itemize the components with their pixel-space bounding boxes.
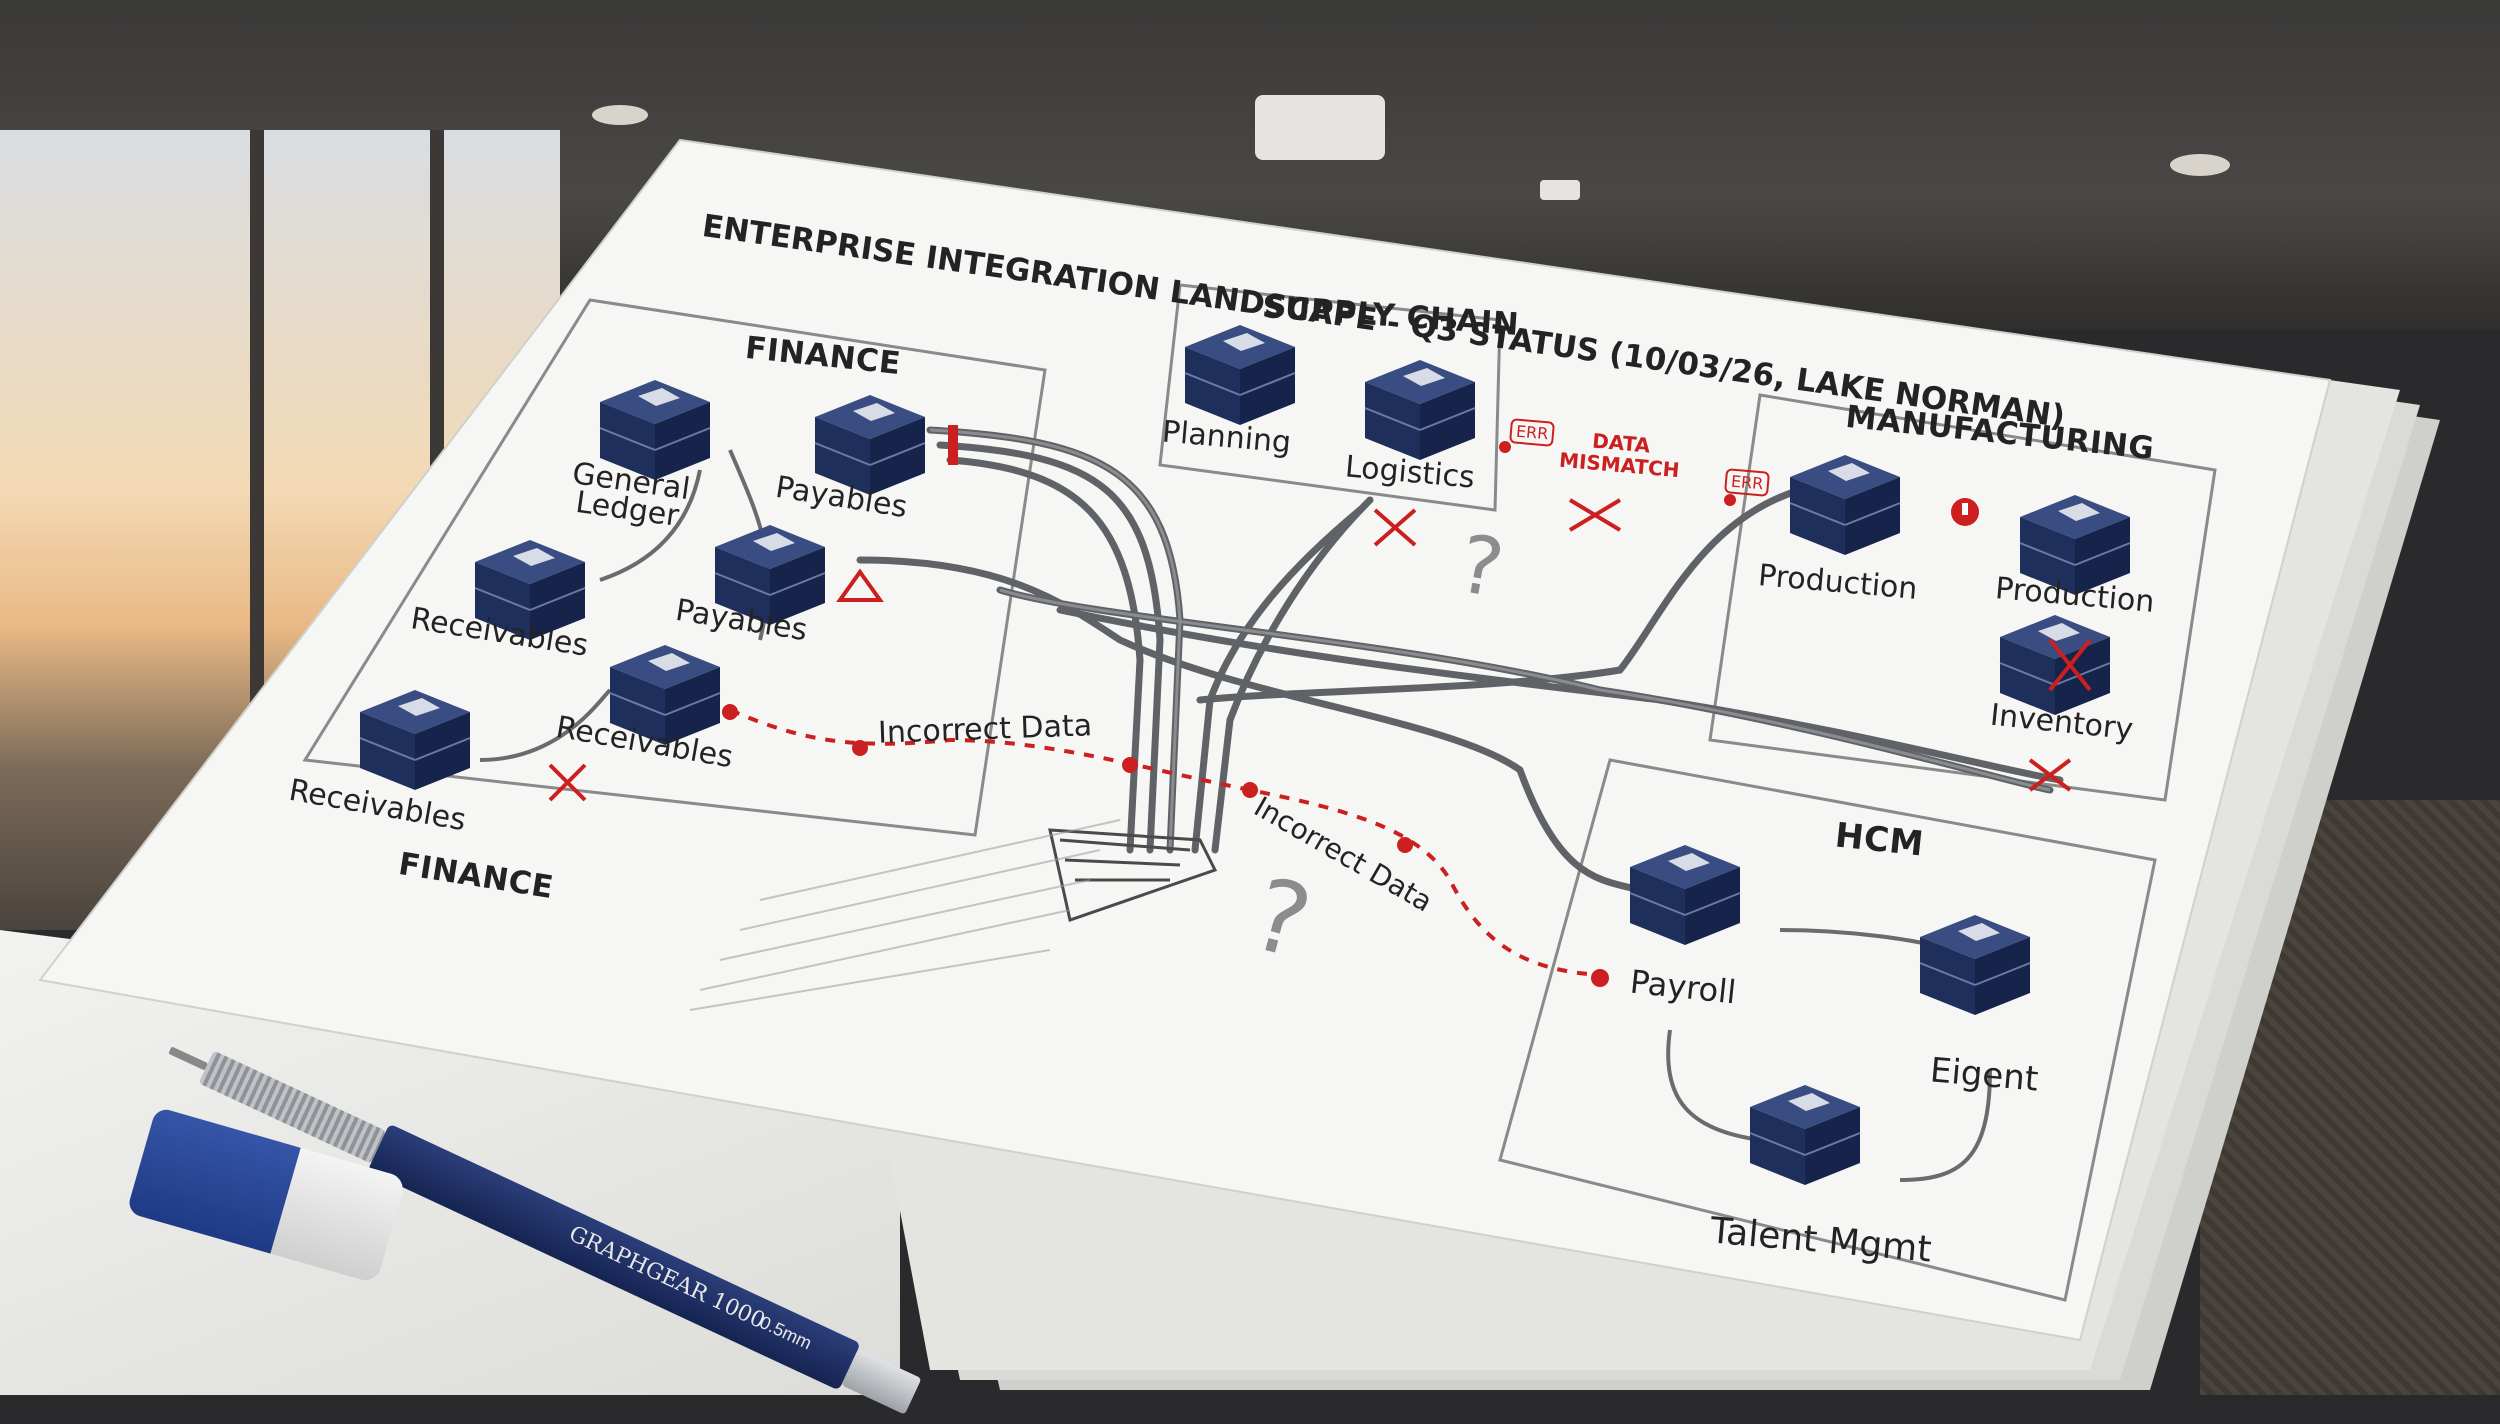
err-tag-2: ERR <box>1723 468 1771 497</box>
hcm-box <box>1498 758 2157 1302</box>
pipe-highlights <box>929 428 2051 851</box>
x-mark-icon <box>2028 758 2072 792</box>
finance-box <box>302 298 1047 837</box>
section-boxes <box>302 283 2217 1302</box>
incorrect-data-label-1: Incorrect Data <box>877 708 1093 751</box>
error-x-marks <box>548 498 2092 802</box>
incorrect-data-dots <box>722 704 1609 987</box>
err-tag-1: ERR <box>1508 418 1556 447</box>
ceiling-lights <box>592 95 2230 200</box>
funnel-scribble <box>1048 828 1218 922</box>
manufacturing-box <box>1708 393 2217 802</box>
eraser-smudge <box>689 819 1121 1011</box>
warning-markers <box>836 425 1979 602</box>
diagram-sheets <box>38 95 2440 1390</box>
x-mark-icon <box>548 763 587 802</box>
break-marker-icon <box>948 425 958 465</box>
x-mark-icon <box>1568 498 1622 532</box>
x-mark-icon <box>2048 638 2092 692</box>
warning-triangle-icon <box>836 568 884 602</box>
data-mismatch-note: DATA MISMATCH <box>1558 428 1681 483</box>
x-mark-icon <box>1373 508 1417 547</box>
node-general-ledger: General Ledger <box>570 456 693 534</box>
supply-chain-box <box>1158 283 1502 512</box>
incorrect-data-lines <box>729 708 1601 977</box>
projector <box>1255 95 1385 160</box>
